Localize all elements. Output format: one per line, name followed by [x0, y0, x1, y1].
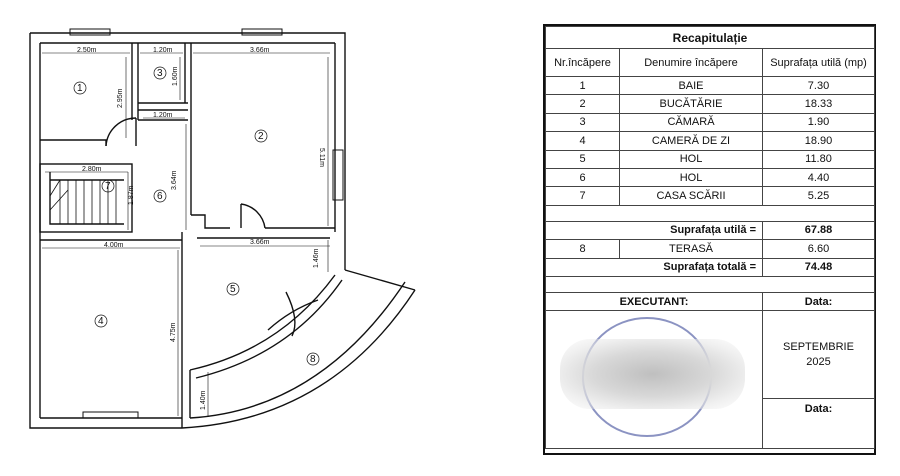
window	[241, 28, 283, 36]
cell-name: CAMERĂ DE ZI	[619, 131, 763, 151]
redacted-area	[560, 339, 745, 410]
useful-area-value: 67.88	[761, 220, 876, 241]
floor-plan: 2.50m 1.20m 3.66m 1.60m 2.95m 1.20m 5.11…	[29, 28, 416, 429]
terrace-edge	[344, 269, 416, 291]
dim-label: 2.95m	[117, 88, 124, 108]
cell-name: TERASĂ	[619, 239, 763, 259]
recap-table-panel: Recapitulație Nr.încăpere Denumire încăp…	[543, 24, 876, 455]
cell-nr: 3	[545, 112, 620, 133]
cell-area: 6.60	[761, 239, 876, 259]
dim-label: 1.46m	[313, 248, 320, 268]
cell-area: 11.80	[761, 149, 876, 169]
cell-name: HOL	[619, 167, 763, 188]
door-swing-room-1	[105, 117, 137, 147]
dim-label: 3.66m	[250, 47, 270, 54]
dim-label: 1.40m	[200, 390, 207, 410]
date-label: Data:	[761, 291, 876, 312]
room-number: 7	[105, 181, 111, 192]
table-row: 8 TERASĂ 6.60	[545, 239, 876, 259]
dim-label: 1.20m	[153, 112, 173, 119]
column-header: Suprafața utilă (mp)	[761, 48, 876, 77]
dim-label: 1.20m	[153, 47, 173, 54]
date-label: Data:	[761, 398, 876, 450]
cell-nr: 7	[545, 186, 620, 206]
dim-label: 1.87m	[128, 185, 135, 205]
door-swing-terrace	[285, 291, 296, 337]
table-title: Recapitulație	[544, 26, 876, 49]
window	[332, 149, 344, 201]
useful-area-label: Suprafața utilă =	[545, 220, 763, 241]
column-header: Nr.încăpere	[545, 48, 620, 77]
cell-area: 1.90	[761, 112, 876, 133]
cell-area: 18.90	[761, 131, 876, 151]
door-swing-room-2	[240, 203, 266, 229]
cell-area: 18.33	[761, 94, 876, 114]
cell-nr: 6	[545, 167, 620, 188]
spacer-row	[544, 204, 876, 222]
terrace-outer	[181, 289, 416, 429]
room-number: 8	[310, 354, 316, 365]
recap-table: Recapitulație Nr.încăpere Denumire încăp…	[544, 26, 876, 450]
cell-area: 4.40	[761, 167, 876, 188]
total-area-label: Suprafața totală =	[545, 257, 763, 277]
outer-wall-left	[29, 33, 182, 429]
cell-nr: 4	[545, 131, 620, 151]
stair-rail	[49, 172, 124, 225]
door-swing-terrace-2	[267, 299, 319, 331]
wall-room-1	[40, 139, 107, 146]
outer-wall	[30, 32, 346, 270]
terrace-inner	[189, 274, 336, 371]
spacer-row	[544, 275, 876, 293]
room-number: 3	[157, 68, 163, 79]
executant-signature-area	[545, 310, 763, 450]
room-number: 4	[98, 316, 104, 327]
dim-label: 3.64m	[171, 170, 178, 190]
column-header: Denumire încăpere	[619, 48, 763, 77]
dim-label: 4.00m	[104, 242, 124, 249]
cell-nr: 2	[545, 94, 620, 114]
dim-label: 2.50m	[77, 47, 97, 54]
dim-label: 3.66m	[250, 239, 270, 246]
terrace-inner-2	[195, 279, 343, 379]
cell-name: CĂMARĂ	[619, 112, 763, 133]
cell-name: HOL	[619, 149, 763, 169]
window	[82, 411, 139, 419]
cell-nr: 5	[545, 149, 620, 169]
wall-room-2-bottom	[191, 214, 230, 229]
cell-name: BUCĂTĂRIE	[619, 94, 763, 114]
window	[69, 28, 111, 36]
cell-name: BAIE	[619, 75, 763, 96]
staircase	[39, 163, 133, 233]
cell-nr: 8	[545, 239, 620, 259]
total-area-value: 74.48	[761, 257, 876, 277]
dim-label: 4.75m	[170, 322, 177, 342]
executant-label: EXECUTANT:	[545, 291, 763, 312]
dim-label: 5.11m	[318, 148, 325, 167]
cell-name: CASA SCĂRII	[619, 186, 763, 206]
room-number: 5	[230, 284, 236, 295]
cell-area: 5.25	[761, 186, 876, 206]
room-number: 1	[77, 83, 83, 94]
cell-nr: 1	[545, 75, 620, 96]
date-value: SEPTEMBRIE 2025	[761, 310, 876, 400]
dim-label: 1.60m	[172, 66, 179, 86]
room-number: 2	[258, 131, 264, 142]
dim-label: 2.80m	[82, 166, 102, 173]
cell-area: 7.30	[761, 75, 876, 96]
terrace-outer-inner	[189, 281, 406, 419]
room-number: 6	[157, 191, 163, 202]
